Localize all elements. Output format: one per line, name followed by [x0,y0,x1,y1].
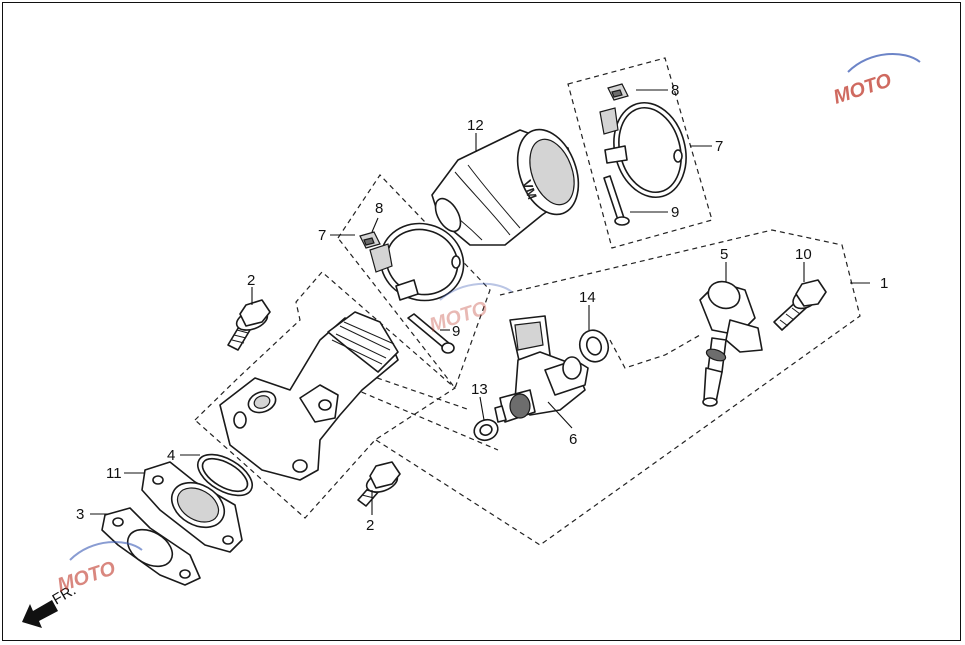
leader-lines [90,89,870,515]
clamp-nut-upper-part[interactable] [607,83,629,101]
watermark-top-right: MOTO [831,53,921,109]
group-outline-upper-clamp [567,57,713,249]
callout-8a: 8 [671,82,679,99]
swoosh-icon [439,282,513,301]
flange-bolt-upper-part[interactable] [227,299,271,351]
insulator-part[interactable] [141,461,243,553]
callout-8b: 8 [375,200,383,217]
clamp-screw-lower-part[interactable] [407,313,455,354]
injector-seal-lower-part[interactable] [471,416,500,443]
clamp-screw-upper-part[interactable] [603,175,630,226]
o-ring-part[interactable] [191,446,259,504]
gasket-part[interactable] [101,507,201,586]
group-outline-lower-clamp [337,174,491,390]
callout-9a: 9 [671,204,679,221]
group-outline-throttle-body [194,271,456,519]
fuel-injector-part[interactable] [494,315,589,423]
hose-clamp-lower-part[interactable] [369,212,475,312]
throttle-body-part[interactable] [219,311,399,481]
group-outline-seal-link [609,334,701,369]
callout-10: 10 [795,246,812,263]
callout-7a: 7 [715,138,723,155]
watermark-text: MOTO [55,557,119,596]
callout-2b: 2 [366,517,374,534]
callout-5: 5 [720,246,728,263]
group-outline-injector-inner-2 [359,371,471,411]
fuel-connector-part[interactable] [699,277,763,407]
callout-1: 1 [880,275,888,292]
callout-2a: 2 [247,272,255,289]
callout-14: 14 [579,289,596,306]
callout-3: 3 [76,506,84,523]
injector-seal-upper-part[interactable] [575,326,612,366]
callout-6: 6 [569,431,577,448]
group-outline-injector-inner [344,384,499,451]
intake-hose-part[interactable]: VM [430,121,589,246]
callout-7b: 7 [318,227,326,244]
hose-clamp-upper-part[interactable] [599,95,696,206]
callout-labels: 1 2 2 3 4 5 6 7 7 8 8 9 9 10 11 12 13 14 [76,82,888,534]
watermark-text: MOTO [831,69,895,108]
swoosh-icon [69,541,143,561]
swoosh-icon [847,53,921,73]
callout-4: 4 [167,447,175,464]
clamp-nut-lower-part[interactable] [359,231,381,249]
group-outline-injector-assembly [375,229,861,546]
callout-13: 13 [471,381,488,398]
connector-bolt-part[interactable] [773,279,827,331]
callout-11: 11 [106,465,122,482]
svg-text:VM: VM [519,178,540,201]
front-arrow-icon [22,600,58,628]
flange-bolt-lower-part[interactable] [357,461,401,507]
callout-12: 12 [467,117,484,134]
callout-9b: 9 [452,323,460,340]
